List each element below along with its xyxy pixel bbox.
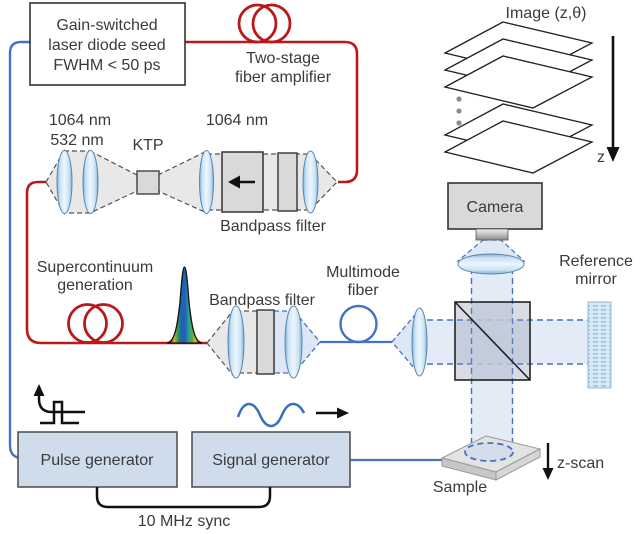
bandpass-filter-top [277, 152, 298, 212]
trigger-wire-blue [8, 40, 30, 460]
sample-slab [440, 435, 542, 481]
bandpass-filter-mid-label: Bandpass filter [209, 292, 316, 309]
z-scan-label: z-scan [557, 455, 604, 472]
supercontinuum-label-line2: generation [57, 277, 133, 294]
signal-generator-label: Signal generator [212, 452, 330, 469]
camera-box [447, 182, 543, 241]
z-axis-label: z [597, 149, 605, 166]
seed-laser-label-line1: Gain-switched [56, 17, 157, 34]
fiber-coil-icon [67, 303, 124, 344]
amplifier-label-line2: fiber amplifier [235, 69, 332, 86]
sync-label: 10 MHz sync [138, 513, 230, 530]
z-scan-arrow-icon [542, 443, 554, 480]
pulse-generator-label: Pulse generator [41, 452, 155, 469]
pulse-generator-box [17, 431, 178, 488]
sine-waveform-icon [236, 402, 349, 428]
lens-icon [284, 305, 303, 379]
image-plane [443, 120, 594, 174]
multimode-fiber-path [320, 304, 392, 344]
camera-label: Camera [467, 199, 524, 216]
beam-spot-icon [464, 442, 514, 462]
camera-mount [475, 228, 509, 241]
fiber-loop-icon [339, 304, 378, 344]
isolator-box [221, 151, 264, 213]
image-stack [443, 21, 594, 174]
camera-lens-icon [457, 253, 525, 275]
seed-laser-label-line2: laser diode seed [48, 37, 165, 54]
seed-laser-box [29, 2, 186, 86]
fiber-coil-icon [237, 3, 292, 44]
ktp-crystal [136, 170, 160, 195]
ellipsis-dots-icon [456, 96, 462, 126]
bandpass-filter-mid [256, 309, 275, 375]
bandpass-filter-top-label: Bandpass filter [220, 218, 327, 235]
lens-icon [227, 305, 245, 379]
fiber-amplifier-path [185, 3, 359, 184]
pulse-waveform-icon [33, 384, 85, 425]
reference-mirror-label-line1: Reference [559, 253, 633, 270]
lens-icon [411, 307, 428, 377]
lenses [56, 150, 525, 379]
right-arrow-icon [316, 407, 349, 419]
supercontinuum-fiber-path [25, 180, 207, 345]
lens-icon [82, 150, 99, 214]
multimode-fiber-label-line1: Multimode [326, 264, 400, 281]
beamsplitter-cube [454, 301, 531, 381]
seed-laser-label-line3: FWHM < 50 ps [53, 57, 160, 74]
supercontinuum-label-line1: Supercontinuum [37, 259, 154, 276]
lens-icon [199, 150, 214, 214]
lens-icon [302, 150, 319, 214]
wavelength-532-label: 532 nm [50, 132, 103, 149]
z-axis-arrow-icon [606, 36, 620, 162]
left-arrow-icon [228, 175, 240, 189]
image-stack-title: Image (z,θ) [506, 5, 587, 22]
sync-cable [95, 487, 272, 509]
amplifier-label-line1: Two-stage [246, 50, 320, 67]
multimode-fiber-label-line2: fiber [347, 282, 379, 299]
wavelength-1064-label: 1064 nm [49, 112, 111, 129]
image-plane [443, 55, 594, 109]
reference-mirror-label-line2: mirror [575, 271, 617, 288]
reference-mirror [587, 301, 612, 389]
signal-generator-box [191, 431, 351, 488]
wavelength-in-label: 1064 nm [206, 112, 268, 129]
spectrum-peak-icon [166, 266, 203, 344]
lens-icon [56, 150, 73, 214]
ktp-label: KTP [132, 137, 163, 154]
sample-label: Sample [433, 479, 487, 496]
